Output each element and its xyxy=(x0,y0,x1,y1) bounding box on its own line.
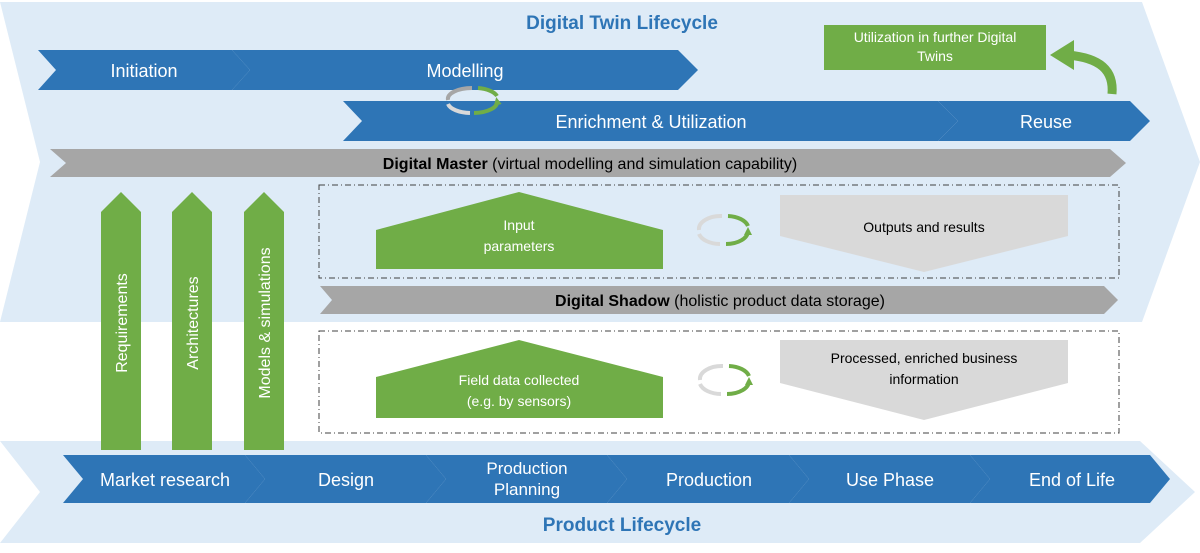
market-research-label: Market research xyxy=(100,470,230,490)
models-simulations-label: Models & simulations xyxy=(257,247,274,398)
input-parameters-shape xyxy=(376,192,663,269)
further-twins-line1: Utilization in further Digital xyxy=(854,29,1017,45)
outputs-results-label: Outputs and results xyxy=(863,219,984,235)
initiation-chevron xyxy=(38,50,250,90)
digital-master-bar xyxy=(50,149,1126,177)
production-chevron xyxy=(607,455,809,503)
outputs-results-shape xyxy=(780,195,1068,272)
digital-shadow-rest: (holistic product data storage) xyxy=(670,293,885,310)
production-planning-chevron xyxy=(426,455,627,503)
architectures-arrow xyxy=(172,192,212,450)
upper-cycle-icon xyxy=(696,213,752,246)
reuse-label: Reuse xyxy=(1020,112,1072,132)
digital-shadow-label: Digital Shadow (holistic product data st… xyxy=(555,293,885,310)
input-parameters-line2: parameters xyxy=(484,238,555,254)
requirements-arrow xyxy=(101,192,141,450)
processed-info-line2: information xyxy=(889,371,958,387)
production-planning-line1: Production xyxy=(486,459,567,478)
initiation-label: Initiation xyxy=(110,61,177,81)
digital-master-label: Digital Master (virtual modelling and si… xyxy=(383,156,797,173)
field-data-shape xyxy=(376,340,663,418)
digital-twin-title: Digital Twin Lifecycle xyxy=(526,13,718,34)
master-data-box xyxy=(318,184,1120,279)
reuse-curved-arrow xyxy=(1050,40,1117,95)
digital-master-bold: Digital Master xyxy=(383,156,488,173)
digital-master-rest: (virtual modelling and simulation capabi… xyxy=(488,156,797,173)
end-of-life-chevron xyxy=(970,455,1170,503)
market-research-chevron xyxy=(63,455,265,503)
architectures-label: Architectures xyxy=(185,276,202,369)
production-planning-line2: Planning xyxy=(494,480,560,499)
use-phase-label: Use Phase xyxy=(846,470,934,490)
end-of-life-label: End of Life xyxy=(1029,470,1115,490)
reuse-chevron xyxy=(938,101,1150,141)
use-phase-chevron xyxy=(789,455,990,503)
enrichment-label: Enrichment & Utilization xyxy=(555,112,746,132)
input-parameters-line1: Input xyxy=(503,217,534,233)
production-label: Production xyxy=(666,470,752,490)
field-data-line1: Field data collected xyxy=(459,372,580,388)
design-label: Design xyxy=(318,470,374,490)
field-data-line2: (e.g. by sensors) xyxy=(467,393,571,409)
modelling-cycle-icon xyxy=(445,85,502,115)
digital-shadow-bold: Digital Shadow xyxy=(555,293,670,310)
processed-info-line1: Processed, enriched business xyxy=(831,350,1018,366)
requirements-label: Requirements xyxy=(114,273,131,373)
modelling-chevron xyxy=(232,50,698,90)
models-simulations-arrow xyxy=(244,192,284,450)
shadow-data-box xyxy=(318,330,1120,434)
further-twins-box xyxy=(824,25,1046,70)
enrichment-chevron xyxy=(343,101,958,141)
further-twins-line2: Twins xyxy=(917,48,953,64)
product-lifecycle-title: Product Lifecycle xyxy=(543,515,701,536)
design-chevron xyxy=(245,455,446,503)
processed-info-shape xyxy=(780,340,1068,420)
lower-cycle-icon xyxy=(697,363,753,396)
modelling-label: Modelling xyxy=(426,61,503,81)
digital-shadow-bar xyxy=(320,286,1118,314)
